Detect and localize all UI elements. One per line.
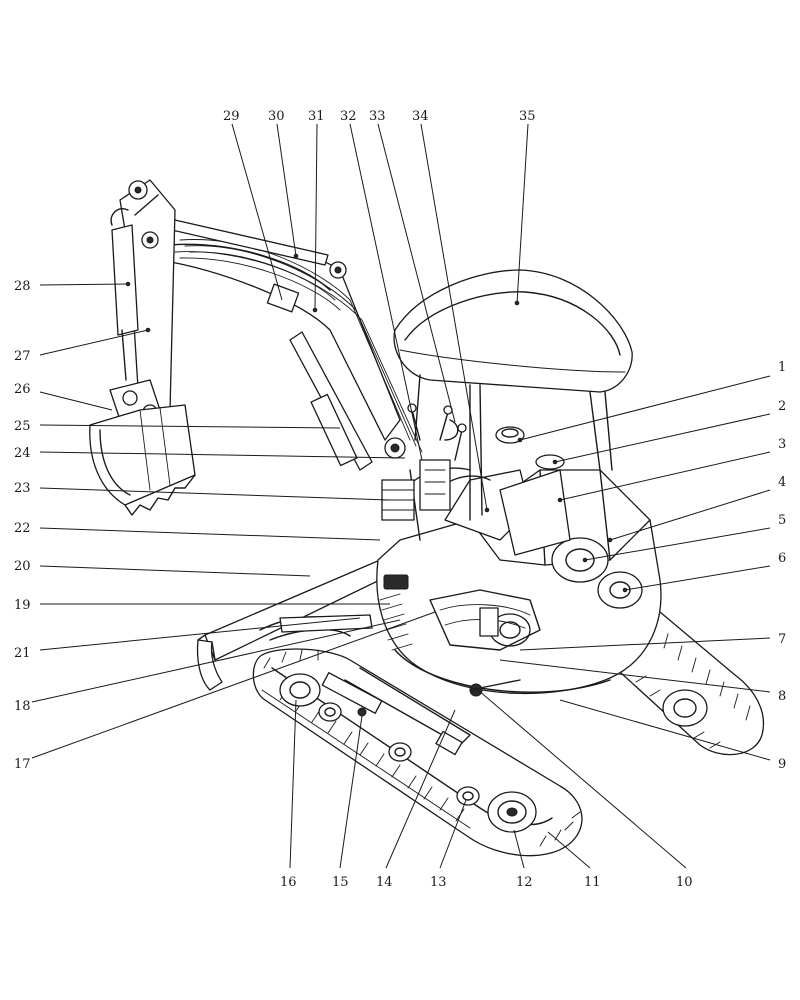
callout-12: 12 — [516, 875, 533, 890]
callout-33: 33 — [369, 109, 386, 124]
callout-3: 3 — [778, 437, 786, 452]
leader-30 — [276, 123, 297, 257]
leader-21 — [39, 617, 361, 651]
callout-19: 19 — [14, 598, 31, 613]
leader-23 — [39, 487, 391, 501]
leader-4 — [609, 489, 771, 541]
leader-18 — [31, 619, 401, 703]
callout-32: 32 — [340, 109, 357, 124]
callout-8: 8 — [778, 689, 786, 704]
leader-13 — [439, 799, 467, 869]
rops-canopy — [393, 269, 633, 521]
leader-12 — [513, 829, 525, 869]
callout-4: 4 — [778, 475, 786, 490]
leader-27 — [39, 329, 149, 356]
callout-20: 20 — [14, 559, 31, 574]
leader-25 — [39, 424, 341, 429]
leader-9 — [559, 699, 771, 761]
callout-29: 29 — [223, 109, 240, 124]
leader-28 — [39, 283, 129, 286]
callout-11: 11 — [584, 875, 601, 890]
callout-2: 2 — [778, 399, 786, 414]
callout-24: 24 — [14, 446, 31, 461]
callout-22: 22 — [14, 521, 31, 536]
callout-15: 15 — [332, 875, 349, 890]
leader-1 — [519, 375, 771, 441]
callout-23: 23 — [14, 481, 31, 496]
callout-26: 26 — [14, 382, 31, 397]
bucket — [89, 404, 196, 516]
boom — [149, 214, 459, 471]
callout-31: 31 — [308, 109, 325, 124]
arm — [109, 179, 176, 421]
leader-11 — [547, 831, 591, 869]
leader-2 — [554, 413, 771, 463]
leader-22 — [39, 527, 381, 541]
callout-21: 21 — [14, 646, 31, 661]
callout-5: 5 — [778, 513, 786, 528]
leader-17 — [31, 611, 436, 759]
leader-24 — [39, 451, 406, 459]
callout-13: 13 — [430, 875, 447, 890]
mini-excavator-drawing — [89, 179, 764, 857]
leader-10 — [477, 689, 687, 869]
leader-3 — [559, 451, 771, 501]
callout-1: 1 — [778, 360, 786, 375]
leader-14 — [385, 709, 456, 869]
callout-9: 9 — [778, 757, 786, 772]
leader-34 — [420, 123, 488, 511]
leader-7 — [519, 637, 771, 651]
callout-14: 14 — [376, 875, 393, 890]
leader-20 — [39, 565, 311, 577]
leader-35 — [516, 123, 529, 304]
callout-30: 30 — [268, 109, 285, 124]
leader-15 — [339, 715, 363, 869]
callout-10: 10 — [676, 875, 693, 890]
callout-28: 28 — [14, 279, 31, 294]
leader-33 — [377, 123, 456, 423]
callout-34: 34 — [412, 109, 429, 124]
leader-31 — [314, 123, 318, 311]
callout-27: 27 — [14, 349, 31, 364]
callout-16: 16 — [280, 875, 297, 890]
callout-leader-lines — [31, 123, 771, 869]
leader-29 — [231, 123, 283, 301]
callout-numbers: 1 2 3 4 5 6 7 8 9 10 11 12 13 14 15 16 1… — [14, 109, 786, 890]
callout-7: 7 — [778, 632, 786, 647]
callout-17: 17 — [14, 757, 31, 772]
operator-seat-area — [381, 403, 571, 556]
leader-8 — [499, 659, 771, 693]
callout-35: 35 — [519, 109, 536, 124]
leader-32 — [349, 123, 423, 461]
callout-18: 18 — [14, 699, 31, 714]
left-crawler-track — [252, 648, 583, 857]
callout-6: 6 — [778, 551, 786, 566]
leader-5 — [584, 527, 771, 561]
leader-6 — [624, 565, 771, 591]
callout-25: 25 — [14, 419, 31, 434]
leader-16 — [289, 699, 297, 869]
leader-26 — [39, 391, 113, 411]
